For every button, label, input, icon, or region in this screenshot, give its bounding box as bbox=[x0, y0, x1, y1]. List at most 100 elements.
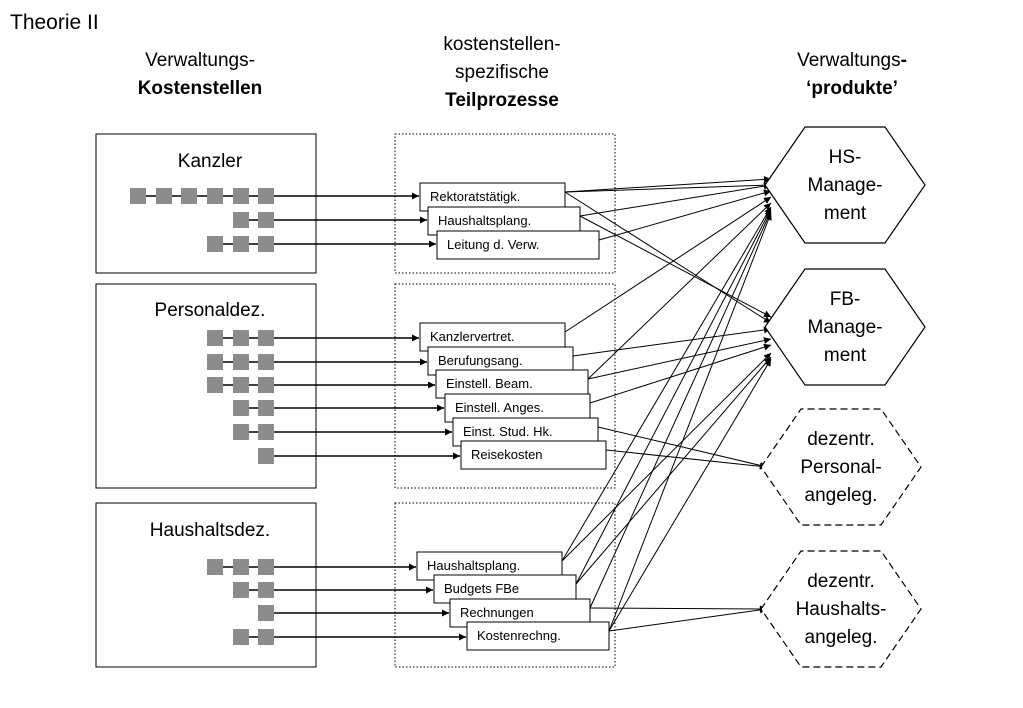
left-column-heading-line2: Kostenstellen bbox=[138, 78, 263, 99]
cost-center-label: Haushaltsdez. bbox=[150, 520, 270, 541]
process-box bbox=[466, 621, 610, 651]
process-label: Kanzlervertret. bbox=[430, 329, 515, 344]
process-to-product-arrow bbox=[564, 181, 772, 193]
process-to-product-arrow bbox=[575, 356, 772, 585]
resource-square bbox=[258, 605, 274, 621]
resource-squares bbox=[130, 188, 274, 645]
resource-square bbox=[258, 212, 274, 228]
resource-square bbox=[207, 330, 223, 346]
product-label-line: Haushalts- bbox=[796, 599, 887, 620]
process-label: Rektoratstätigk. bbox=[430, 189, 520, 204]
allocation-arrows bbox=[274, 175, 772, 641]
process-to-product-arrow bbox=[589, 343, 772, 404]
process-to-product-arrow bbox=[589, 210, 772, 609]
resource-square bbox=[258, 330, 274, 346]
resource-square bbox=[258, 377, 274, 393]
product-label-line: dezentr. bbox=[807, 571, 875, 592]
middle-column-heading-line1: kostenstellen- bbox=[443, 34, 560, 55]
resource-square bbox=[233, 236, 249, 252]
resource-square bbox=[233, 212, 249, 228]
resource-square bbox=[233, 354, 249, 370]
resource-square bbox=[207, 354, 223, 370]
resource-square bbox=[258, 582, 274, 598]
resource-square bbox=[233, 629, 249, 645]
resource-square bbox=[233, 424, 249, 440]
process-label: Reisekosten bbox=[471, 447, 543, 462]
cost-center-box-haushaltsdez bbox=[95, 502, 317, 668]
process-group-frame-personaldez bbox=[394, 283, 616, 489]
process-label: Berufungsang. bbox=[438, 353, 523, 368]
process-to-product-arrow bbox=[564, 196, 772, 333]
cost-center-box-personaldez bbox=[95, 283, 317, 489]
process-to-product-arrow bbox=[579, 182, 772, 217]
process-group-frame-kanzler bbox=[394, 133, 616, 274]
resource-square bbox=[233, 188, 249, 204]
resource-square bbox=[130, 188, 146, 204]
process-to-product-arrow bbox=[587, 202, 772, 380]
resource-square bbox=[258, 559, 274, 575]
page-title: Theorie II bbox=[10, 11, 99, 34]
process-label: Einstell. Beam. bbox=[446, 376, 533, 391]
process-to-product-arrow bbox=[597, 426, 768, 469]
product-label-line: ment bbox=[824, 345, 867, 366]
process-to-product-arrow bbox=[605, 449, 768, 470]
product-label-line: Personal- bbox=[800, 457, 881, 478]
resource-square bbox=[233, 377, 249, 393]
process-to-product-arrow bbox=[608, 212, 772, 632]
resource-square bbox=[258, 354, 274, 370]
product-label-line: HS- bbox=[829, 147, 862, 168]
product-hexagon bbox=[764, 268, 926, 386]
resource-square bbox=[156, 188, 172, 204]
process-label: Kostenrechng. bbox=[477, 628, 561, 643]
resource-square bbox=[258, 424, 274, 440]
process-to-product-arrow bbox=[572, 326, 772, 357]
process-box bbox=[419, 322, 566, 352]
product-label-line: FB- bbox=[830, 289, 861, 310]
product-hexagons: HS-Manage-mentFB-Manage-mentdezentr.Pers… bbox=[760, 126, 926, 668]
product-label-line: Manage- bbox=[808, 175, 883, 196]
resource-square bbox=[258, 629, 274, 645]
process-label: Haushaltsplang. bbox=[438, 213, 531, 228]
left-column-heading-line1: Verwaltungs- bbox=[145, 50, 255, 71]
process-boxes: Rektoratstätigk. Haushaltsplang. Leitung d… bbox=[416, 182, 610, 651]
process-box bbox=[436, 230, 600, 260]
resource-square bbox=[207, 377, 223, 393]
process-box bbox=[435, 369, 589, 399]
product-label-line: angeleg. bbox=[805, 485, 878, 506]
process-label: Leitung d. Verw. bbox=[447, 237, 540, 252]
resource-square bbox=[181, 188, 197, 204]
resource-square bbox=[207, 236, 223, 252]
resource-square bbox=[207, 559, 223, 575]
resource-square bbox=[258, 400, 274, 416]
process-box bbox=[427, 206, 581, 236]
process-to-product-arrow bbox=[561, 206, 772, 562]
process-box bbox=[433, 574, 577, 604]
process-to-product-arrow bbox=[564, 175, 772, 193]
process-label: Budgets FBe bbox=[444, 581, 519, 596]
product-label-line: ment bbox=[824, 203, 867, 224]
resource-square bbox=[207, 188, 223, 204]
process-to-product-arrow bbox=[589, 605, 768, 613]
product-label-line: Manage- bbox=[808, 317, 883, 338]
resource-square bbox=[233, 330, 249, 346]
middle-column-heading-line2: spezifische bbox=[455, 62, 549, 83]
resource-square bbox=[258, 236, 274, 252]
product-label-line: dezentr. bbox=[807, 429, 875, 450]
right-column-heading-line2: ‘produkte’ bbox=[806, 78, 898, 99]
resource-square bbox=[258, 448, 274, 464]
product-hexagon bbox=[760, 550, 922, 668]
cost-center-box-kanzler bbox=[95, 133, 317, 274]
process-box bbox=[460, 440, 607, 470]
product-label-line: angeleg. bbox=[805, 627, 878, 648]
process-label: Einst. Stud. Hk. bbox=[463, 424, 553, 439]
process-to-product-arrow bbox=[561, 352, 772, 562]
process-to-product-arrow bbox=[587, 337, 772, 380]
cost-center-label: Personaldez. bbox=[155, 300, 266, 321]
resource-square bbox=[258, 188, 274, 204]
process-to-product-arrow bbox=[598, 189, 772, 241]
process-to-product-arrow bbox=[579, 215, 772, 318]
process-group-frame-haushaltsdez bbox=[394, 502, 616, 668]
process-to-product-arrow bbox=[575, 208, 772, 585]
resource-square bbox=[233, 559, 249, 575]
